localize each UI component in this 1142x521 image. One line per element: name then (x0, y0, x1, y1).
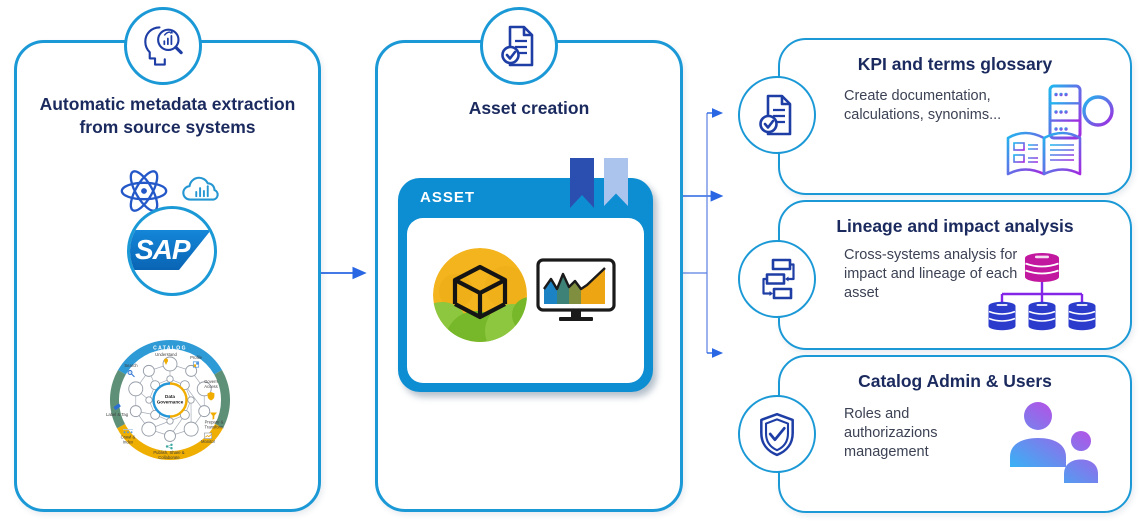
wheel-label-crawl-index: Crawl &Index (121, 429, 136, 444)
cloud-analytics-icon (182, 176, 219, 201)
panel-catalog-admin-users: Catalog Admin & Users Roles and authoriz… (778, 355, 1132, 513)
panel-kpi-glossary: KPI and terms glossary Create documentat… (778, 38, 1132, 195)
kpi-title: KPI and terms glossary (857, 54, 1053, 74)
asset-creation-badge (480, 7, 558, 85)
wheel-label-search: Search (124, 363, 138, 378)
document-check-icon (501, 25, 534, 67)
search-icon (127, 370, 133, 375)
glossary-book-search-icon (1006, 84, 1114, 176)
sap-logo-text: SAP (135, 234, 191, 265)
svg-text:Profile: Profile (190, 355, 203, 360)
catalog-ring (109, 340, 231, 461)
tag-icon (113, 403, 121, 410)
metadata-extraction-badge (124, 7, 202, 85)
flowchart-icon (762, 258, 795, 300)
svg-text:Label & Tag: Label & Tag (106, 412, 129, 417)
wheel-label-monitor: Monitor (201, 432, 216, 444)
wheel-label-profile: Profile (190, 355, 203, 368)
datasphere-globe-icon (433, 248, 527, 342)
wheel-label-publish: Publish, Share &Collaborate (153, 443, 185, 460)
svg-text:Prepare &Transform: Prepare &Transform (205, 420, 224, 430)
user-body-small (1064, 459, 1098, 483)
admin-users-icon (1010, 402, 1098, 483)
kpi-description: Create documentation, calculations, syno… (844, 88, 1002, 123)
user-head-small (1071, 431, 1091, 451)
funnel-icon (210, 412, 217, 420)
svg-text:Crawl &Index: Crawl &Index (121, 435, 136, 445)
svg-text:Monitor: Monitor (201, 439, 216, 444)
asset-card-header: ASSET (420, 189, 476, 206)
shield-check-icon (760, 412, 794, 457)
metadata-extraction-title: Automatic metadata extraction from sourc… (39, 94, 296, 137)
governance-network (128, 356, 212, 442)
crawl-icon (123, 429, 133, 431)
catalog-band-label: CATALOG (153, 346, 187, 352)
panel-asset-creation: Asset creation ASSET (375, 40, 683, 512)
sap-logo: SAP (130, 230, 211, 270)
profile-chart-icon (192, 361, 200, 368)
admin-description: Roles and authorizazions management (844, 406, 938, 460)
bookmark-ribbon-dark (570, 158, 594, 208)
bookmark-ribbon-light (604, 158, 628, 206)
wheel-label-understand: Understand (155, 352, 177, 365)
svg-text:Publish, Share &Collaborate: Publish, Share &Collaborate (153, 450, 184, 460)
panel-metadata-extraction: Automatic metadata extraction from sourc… (14, 40, 321, 512)
lineage-title: Lineage and impact analysis (836, 216, 1074, 236)
user-head-large (1024, 402, 1052, 430)
kpi-badge (738, 76, 816, 154)
sap-source-circle: SAP (127, 206, 217, 296)
svg-text:Search: Search (124, 363, 138, 368)
document-check-icon (759, 94, 792, 136)
user-body-large (1010, 438, 1066, 467)
lineage-description: Cross-systems analysis for impact and li… (844, 247, 1018, 301)
shield-icon (207, 392, 215, 401)
svg-text:Understand: Understand (155, 352, 177, 357)
admin-badge (738, 395, 816, 473)
analytics-monitor-icon (536, 258, 616, 321)
database-lineage-icon (988, 253, 1096, 331)
asset-card: ASSET (398, 158, 653, 392)
wheel-label-label-tag: Label & Tag (106, 403, 129, 417)
wheel-label-prepare-transform: Prepare &Transform (205, 412, 224, 430)
panel-lineage-impact: Lineage and impact analysis Cross-system… (778, 200, 1132, 350)
lineage-badge (738, 240, 816, 318)
admin-title: Catalog Admin & Users (858, 371, 1052, 391)
head-analytics-icon (144, 26, 183, 66)
asset-creation-title: Asset creation (468, 98, 590, 118)
